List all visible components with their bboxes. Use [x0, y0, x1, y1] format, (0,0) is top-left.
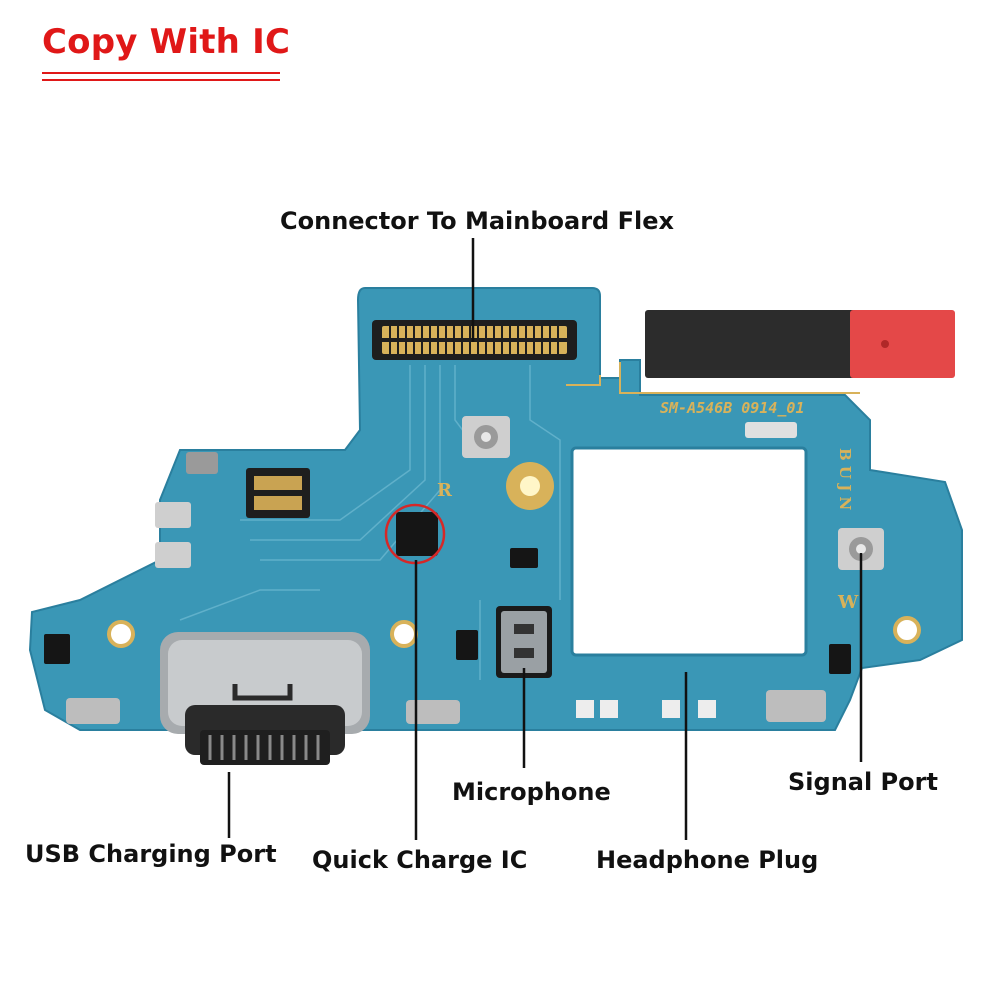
label-signal-port: Signal Port [788, 768, 938, 796]
label-headphone-plug: Headphone Plug [596, 846, 819, 874]
silkscreen-r: R [437, 480, 453, 501]
label-usb-charging-port: USB Charging Port [25, 840, 277, 868]
page-title: Copy With IC [42, 22, 291, 62]
board-connector [372, 320, 577, 360]
silkscreen-side: B U J N [836, 448, 854, 511]
flex-cable [566, 310, 955, 394]
label-quick-charge-ic: Quick Charge IC [312, 846, 528, 874]
antenna-port-top [462, 416, 510, 458]
label-microphone: Microphone [452, 778, 611, 806]
signal-port [838, 528, 884, 570]
board-cutout [570, 446, 808, 657]
secondary-connector [246, 468, 310, 518]
gold-ring [506, 462, 554, 510]
title-underline-bottom [42, 79, 280, 81]
label-connector: Connector To Mainboard Flex [280, 207, 674, 235]
smd-components [44, 422, 851, 724]
callout-lines [227, 238, 863, 840]
microphone [496, 606, 552, 678]
title-underline-top [42, 72, 280, 74]
silkscreen-model: SM-A546B 0914_01 [660, 399, 805, 417]
silkscreen-w: W [837, 592, 859, 613]
usb-c-port [160, 632, 370, 765]
